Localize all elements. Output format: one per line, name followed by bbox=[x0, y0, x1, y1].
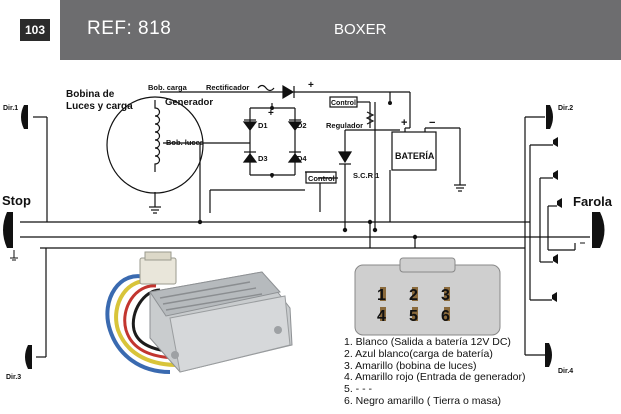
legend-item: 6. Negro amarillo ( Tierra o masa) bbox=[344, 394, 501, 407]
plus-sign-1: + bbox=[308, 80, 314, 91]
pin-6-label: 6 bbox=[441, 308, 450, 325]
indicator-lamp-icon bbox=[557, 198, 562, 208]
legend-item: 2. Azul blanco(carga de batería) bbox=[344, 347, 493, 360]
battery-minus: − bbox=[429, 117, 435, 129]
indicator-lamp-icon bbox=[553, 254, 558, 264]
d3-label: D3 bbox=[258, 154, 268, 163]
pin-5-label: 5 bbox=[409, 308, 418, 325]
pin-4-label: 4 bbox=[377, 308, 386, 325]
indicator-lamp-icon bbox=[552, 292, 557, 302]
dir1-label: Dir.1 bbox=[3, 105, 18, 112]
pin-legend: 1. Blanco (Salida a batería 12V DC) 2. A… bbox=[344, 336, 614, 408]
bob-luces-label: Bob. luces bbox=[166, 138, 204, 147]
stop-label: Stop bbox=[2, 193, 31, 208]
indicator-lamp-icon bbox=[553, 170, 558, 180]
plus-sign-2: + bbox=[268, 108, 274, 119]
title-bar: REF: 818 BOXER bbox=[60, 0, 621, 60]
reference-label: REF: 818 bbox=[87, 18, 172, 39]
control-top-label: Control bbox=[331, 100, 356, 107]
dir3-lamp-icon bbox=[25, 345, 32, 369]
bob-carga-label: Bob. carga bbox=[148, 83, 188, 92]
dir2-lamp-icon bbox=[546, 105, 553, 129]
indicator-lamp-icon bbox=[553, 137, 558, 147]
generator-title-2: Luces y carga bbox=[66, 101, 133, 112]
regulator-photo bbox=[105, 251, 293, 374]
battery-label: BATERÍA bbox=[395, 151, 435, 161]
legend-item: 1. Blanco (Salida a batería 12V DC) bbox=[344, 336, 511, 348]
dir4-lamp-icon bbox=[545, 343, 552, 367]
dir4-label: Dir.4 bbox=[558, 368, 573, 375]
legend-item: 4. Amarillo rojo (Entrada de generador) bbox=[344, 371, 526, 384]
dir3-label: Dir.3 bbox=[6, 374, 21, 381]
pin-1-label: 1 bbox=[377, 287, 386, 304]
dir1-lamp-icon bbox=[21, 105, 28, 129]
legend-item: 3. Amarillo (bobina de luces) bbox=[344, 359, 477, 372]
scr-label: S.C.R 1 bbox=[353, 171, 379, 180]
stop-lamp-icon bbox=[3, 212, 13, 248]
generator-title-1: Bobina de bbox=[66, 89, 115, 100]
d4-label: D4 bbox=[297, 154, 307, 163]
regulador-label: Regulador bbox=[326, 121, 363, 130]
rectificador-label: Rectificador bbox=[206, 83, 249, 92]
model-label: BOXER bbox=[334, 21, 387, 38]
header: 103 REF: 818 BOXER bbox=[0, 0, 621, 60]
legend-item: 5. - - - bbox=[344, 383, 372, 396]
headlight-lamp-icon bbox=[592, 212, 605, 248]
battery-plus: + bbox=[401, 117, 407, 129]
connector-pinout: 1 2 3 4 5 6 bbox=[354, 257, 501, 336]
generator-label: Generador bbox=[165, 97, 213, 108]
pin-3-label: 3 bbox=[441, 287, 450, 304]
page-number-badge: 103 bbox=[20, 19, 50, 41]
control-bottom-label: Control bbox=[308, 174, 335, 183]
dir2-label: Dir.2 bbox=[558, 105, 573, 112]
pin-2-label: 2 bbox=[409, 287, 418, 304]
d2-label: D2 bbox=[297, 121, 307, 130]
d1-label: D1 bbox=[258, 121, 268, 130]
farola-label: Farola bbox=[573, 194, 613, 209]
